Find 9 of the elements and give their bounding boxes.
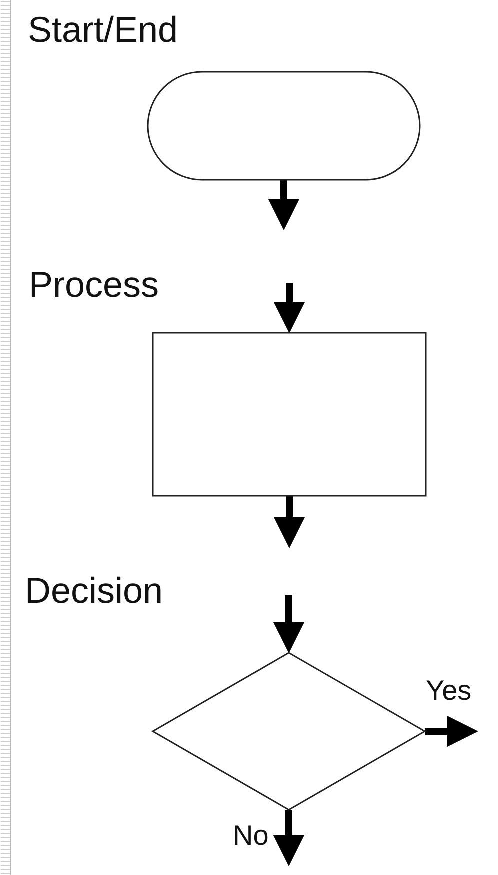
arrow xyxy=(425,716,478,748)
symbol-heading: Process xyxy=(29,267,160,303)
arrow xyxy=(274,283,306,334)
arrow xyxy=(268,180,300,230)
arrow xyxy=(273,595,305,654)
symbol-heading: Start/End xyxy=(28,12,178,48)
arrow xyxy=(274,496,306,548)
symbol-heading: Decision xyxy=(25,573,164,609)
arrow xyxy=(273,810,305,866)
